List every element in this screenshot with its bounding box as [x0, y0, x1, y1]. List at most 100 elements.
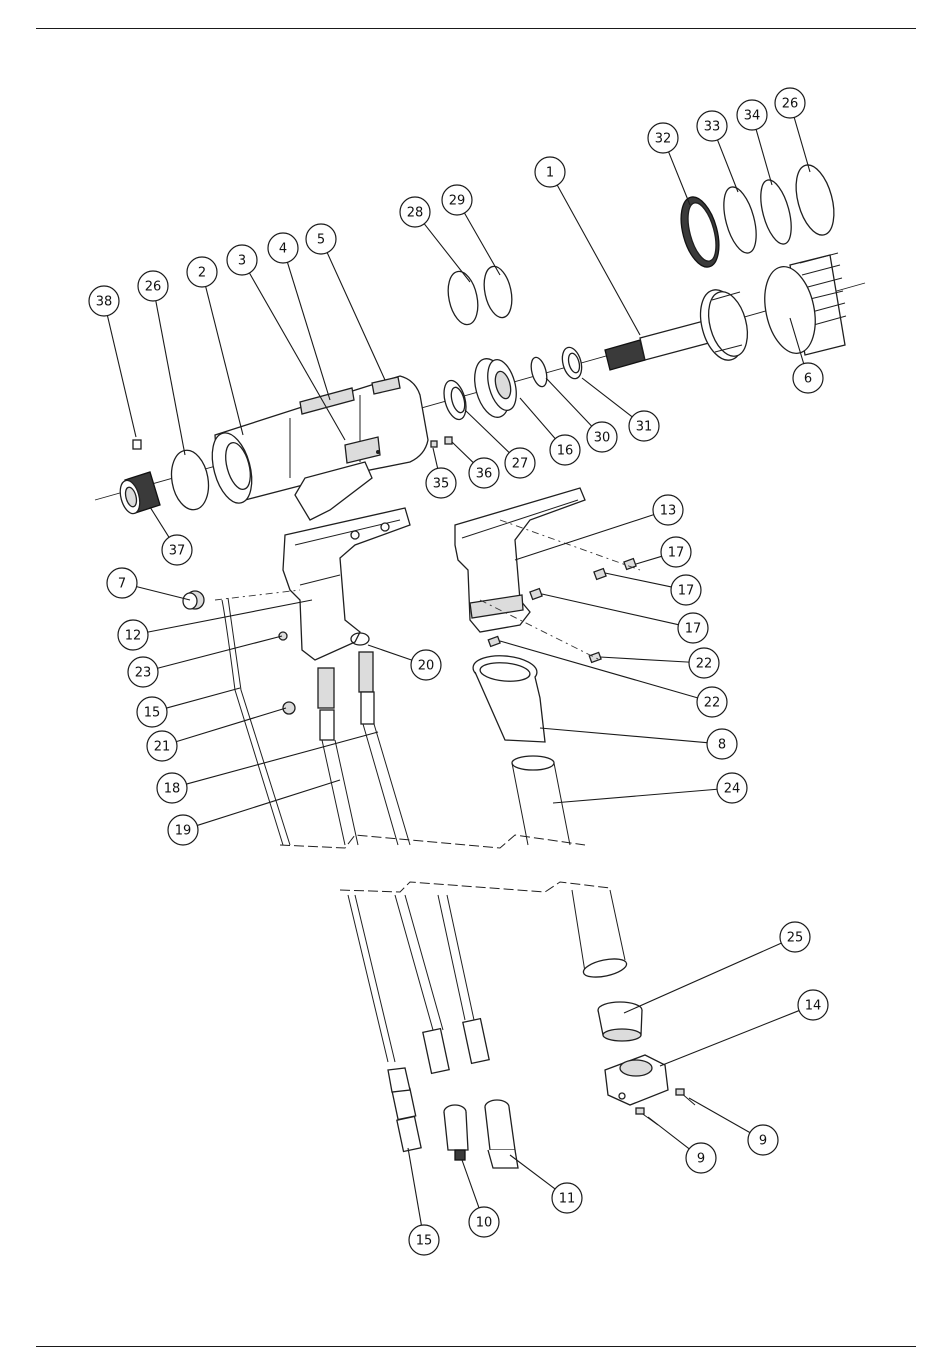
callout-label: 17	[678, 584, 695, 599]
callout-20: 20	[411, 650, 441, 680]
callout-label: 15	[144, 706, 161, 721]
callout-1: 1	[535, 157, 565, 187]
callout-label: 10	[476, 1216, 493, 1231]
callout-label: 22	[696, 657, 713, 672]
fitting-part-10	[444, 1105, 468, 1160]
callout-9: 9	[686, 1143, 716, 1173]
knurled-nut-part-37	[117, 472, 160, 516]
leader-line-22	[600, 657, 689, 662]
callout-35: 35	[426, 468, 456, 498]
ring-part-30	[528, 356, 549, 389]
leader-line-12	[148, 600, 312, 632]
callout-15: 15	[137, 697, 167, 727]
callout-18: 18	[157, 773, 187, 803]
callout-10: 10	[469, 1207, 499, 1237]
callout-label: 13	[660, 504, 677, 519]
callout-8: 8	[707, 729, 737, 759]
callout-label: 3	[238, 254, 246, 269]
callout-label: 1	[546, 166, 554, 181]
callout-17: 17	[661, 537, 691, 567]
callout-label: 15	[416, 1234, 433, 1249]
leader-line-8	[540, 728, 707, 743]
leader-line-11	[510, 1155, 555, 1189]
callout-label: 17	[685, 622, 702, 637]
leader-line-29	[464, 213, 500, 275]
tube-part-24-lower	[572, 890, 628, 980]
leader-line-7	[137, 587, 190, 600]
piston-rod-part-1	[605, 285, 754, 370]
callout-label: 14	[805, 999, 822, 1014]
callout-22: 22	[697, 687, 727, 717]
callout-label: 33	[704, 120, 721, 135]
leader-line-26	[794, 117, 810, 172]
callout-label: 28	[407, 206, 424, 221]
hoses-lower	[348, 895, 489, 1073]
callout-28: 28	[400, 197, 430, 227]
leader-line-2	[206, 287, 243, 435]
leader-line-28	[424, 224, 470, 282]
leader-line-30	[546, 378, 592, 426]
callout-label: 23	[135, 666, 152, 681]
callout-label: 27	[512, 457, 529, 472]
leader-line-15	[166, 688, 240, 708]
ring-part-28	[444, 269, 483, 328]
tool-body-housing	[205, 376, 428, 520]
ring-part-31	[559, 345, 585, 381]
callout-label: 20	[418, 659, 435, 674]
leader-line-37	[150, 507, 169, 537]
callout-17: 17	[671, 575, 701, 605]
callout-label: 5	[317, 233, 325, 248]
leader-line-18	[186, 732, 378, 784]
callout-11: 11	[552, 1183, 582, 1213]
assembly-dash-lines	[215, 520, 640, 660]
callout-label: 31	[636, 420, 653, 435]
callout-36: 36	[469, 458, 499, 488]
handle-half-part-13	[455, 488, 585, 632]
callout-4: 4	[268, 233, 298, 263]
leader-line-9	[689, 1098, 750, 1133]
break-line-lower	[340, 882, 610, 892]
leader-line-31	[582, 378, 632, 417]
callout-26: 26	[775, 88, 805, 118]
leader-line-38	[107, 316, 136, 437]
callout-label: 18	[164, 782, 181, 797]
callout-17: 17	[678, 613, 708, 643]
clamp-part-14	[605, 1055, 668, 1105]
handle-half-part-12	[283, 508, 410, 660]
callout-label: 24	[724, 782, 741, 797]
callout-label: 26	[145, 280, 162, 295]
callout-label: 25	[787, 931, 804, 946]
callout-7: 7	[107, 568, 137, 598]
plug-part-7	[183, 591, 204, 609]
callout-15: 15	[409, 1225, 439, 1255]
screws-part-17	[530, 559, 636, 600]
callout-label: 38	[96, 295, 113, 310]
callout-32: 32	[648, 123, 678, 153]
callout-label: 16	[557, 444, 574, 459]
callout-22: 22	[689, 648, 719, 678]
callout-label: 29	[449, 194, 466, 209]
break-line-upper	[280, 835, 585, 848]
leader-line-17	[636, 556, 662, 564]
callout-label: 2	[198, 266, 206, 281]
connector-part-15	[388, 1068, 421, 1152]
callout-16: 16	[550, 435, 580, 465]
callout-9: 9	[748, 1125, 778, 1155]
callout-34: 34	[737, 100, 767, 130]
cylinder-cap-part-6	[757, 253, 846, 358]
callout-27: 27	[505, 448, 535, 478]
callout-label: 26	[782, 97, 799, 112]
leader-line-24	[553, 789, 717, 803]
leader-line-4	[287, 262, 330, 400]
callout-label: 30	[594, 431, 611, 446]
callout-label: 9	[759, 1134, 767, 1149]
leader-line-17	[605, 573, 671, 587]
bushing-part-16	[469, 355, 522, 421]
screw-part-36	[445, 437, 452, 444]
leader-line-36	[452, 442, 473, 463]
callout-label: 17	[668, 546, 685, 561]
callout-5: 5	[306, 224, 336, 254]
callout-label: 34	[744, 109, 761, 124]
